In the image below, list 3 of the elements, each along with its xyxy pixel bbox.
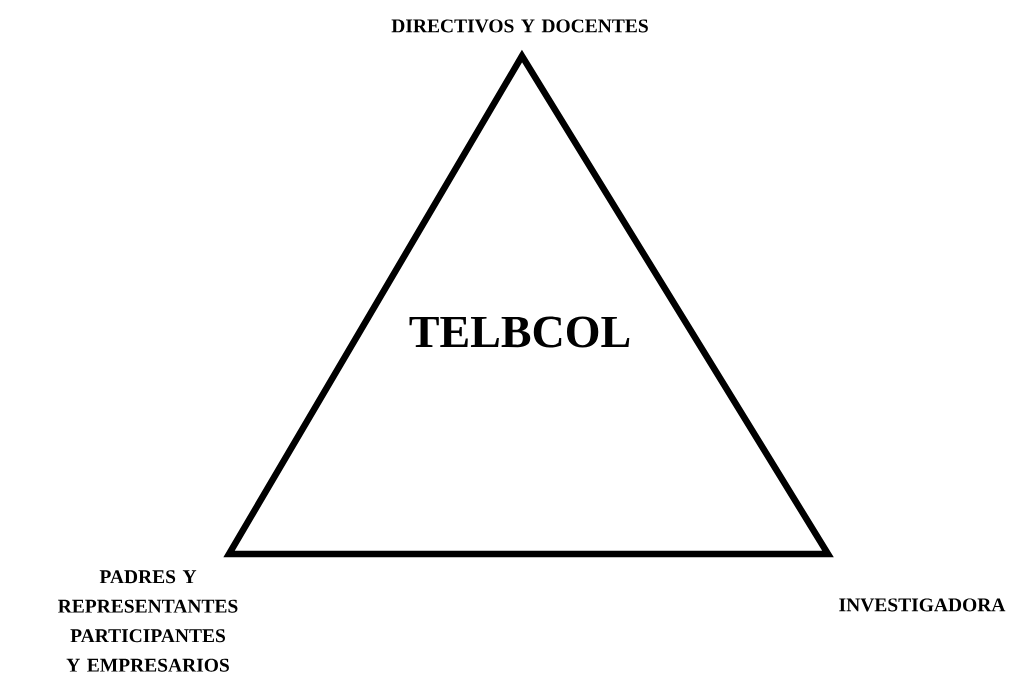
corner-label: INVESTIGADORA <box>839 598 1006 612</box>
corner-label: PADRES Y REPRESENTANTES PARTICIPANTES Y EMPRESARIOS <box>58 570 238 672</box>
corner-label: DIRECTIVOS Y DOCENTES <box>391 19 648 33</box>
